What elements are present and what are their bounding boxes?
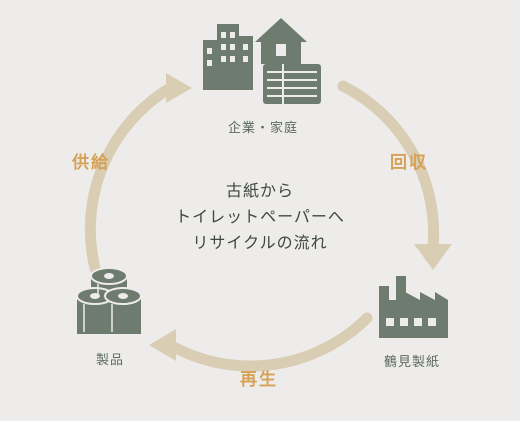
flow-label-regenerate: 再生 — [240, 370, 278, 390]
center-title: 古紙から トイレットペーパーへ リサイクルの流れ — [175, 178, 345, 256]
node-label-products: 製品 — [95, 353, 125, 368]
flow-label-supply: 供給 — [72, 153, 110, 173]
buildings-house-newspaper-icon — [203, 18, 321, 104]
toilet-paper-rolls-icon — [76, 267, 142, 334]
arrow-collect — [337, 80, 440, 253]
arrow-regenerate — [164, 312, 373, 372]
arrowhead-regenerate — [149, 329, 176, 361]
node-label-tsurumi-paper: 鶴見製紙 — [383, 355, 441, 370]
center-title-line1: 古紙から — [225, 181, 294, 200]
center-title-line3: リサイクルの流れ — [192, 233, 328, 252]
flow-label-collect: 回収 — [390, 153, 428, 173]
node-label-companies-homes: 企業・家庭 — [227, 121, 299, 136]
factory-icon — [379, 276, 448, 338]
center-title-line2: トイレットペーパーへ — [175, 207, 345, 226]
arrow-supply — [84, 82, 176, 274]
arrowhead-collect — [414, 244, 452, 270]
arrowhead-supply — [166, 73, 192, 103]
cycle-arrows — [84, 80, 440, 372]
arrowheads — [149, 73, 452, 361]
